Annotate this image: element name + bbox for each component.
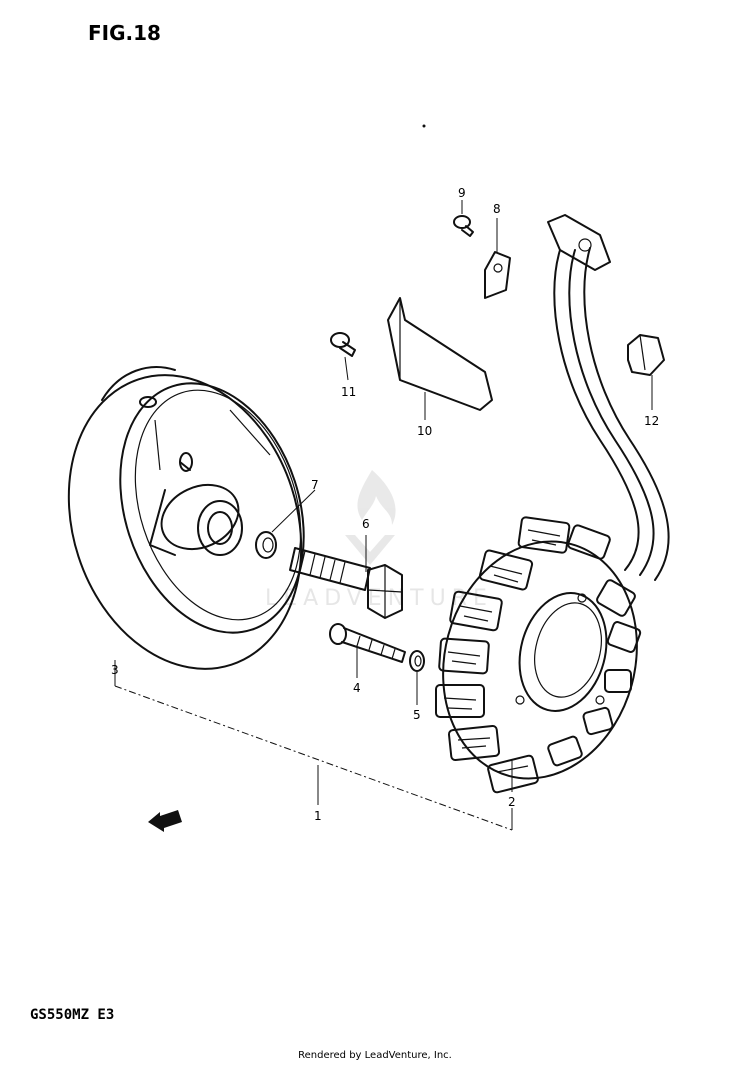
callout-7: 7 (311, 478, 319, 492)
leadventure-flame-icon (345, 470, 396, 565)
callout-2: 2 (508, 795, 516, 809)
stray-mark (422, 124, 426, 128)
callout-11: 11 (341, 385, 356, 399)
rotor-flywheel (67, 366, 305, 670)
footer-credit: Rendered by LeadVenture, Inc. (298, 1050, 452, 1061)
fwd-arrow-icon (148, 810, 182, 832)
screw-11 (330, 332, 356, 357)
cover-plate-10 (387, 297, 493, 411)
callout-12: 12 (644, 414, 659, 428)
screw-9 (453, 215, 474, 237)
stator-coils (435, 516, 642, 794)
stator (435, 214, 670, 794)
callout-1: 1 (314, 809, 322, 823)
screw-4 (329, 623, 406, 663)
model-code: GS550MZ E3 (30, 1007, 114, 1023)
callout-6: 6 (362, 517, 370, 531)
grommet-12 (627, 334, 665, 376)
leader-lines (114, 200, 653, 831)
callout-10: 10 (417, 424, 432, 438)
callout-5: 5 (413, 708, 421, 722)
clamp-8 (484, 251, 511, 299)
bolt-6 (289, 547, 403, 619)
callouts: 1 2 3 4 5 6 7 8 9 10 11 12 (111, 186, 659, 823)
washer-5 (409, 650, 425, 672)
callout-3: 3 (111, 663, 119, 677)
watermark: LEADVENTURE (265, 470, 487, 611)
callout-9: 9 (458, 186, 466, 200)
figure-title: FIG.18 (88, 21, 161, 45)
washer-7 (255, 531, 277, 559)
callout-4: 4 (353, 681, 361, 695)
callout-8: 8 (493, 202, 501, 216)
